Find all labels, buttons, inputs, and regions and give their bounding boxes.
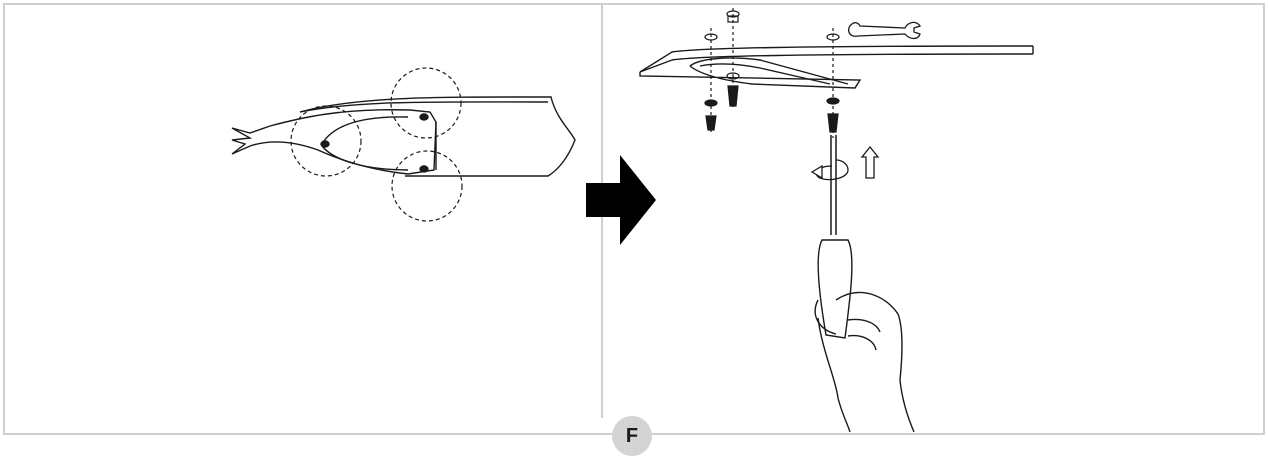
highlight-circle-icon (290, 67, 463, 222)
screwdriver-icon (817, 135, 853, 339)
screw-icon (704, 8, 840, 138)
rotate-arrow-icon (810, 159, 849, 181)
bracket-assembly-diagram (639, 8, 1034, 432)
hand-icon (814, 291, 915, 432)
wrench-icon (847, 21, 922, 40)
blade-icon (639, 45, 1034, 89)
blade-icon (299, 96, 576, 177)
blade-bracket-diagram (231, 67, 576, 222)
screw-marker-icon (320, 113, 429, 173)
step-badge: F (612, 416, 652, 456)
step-label: F (625, 424, 639, 447)
right-arrow-icon (586, 155, 656, 245)
up-arrow-icon (860, 145, 880, 179)
